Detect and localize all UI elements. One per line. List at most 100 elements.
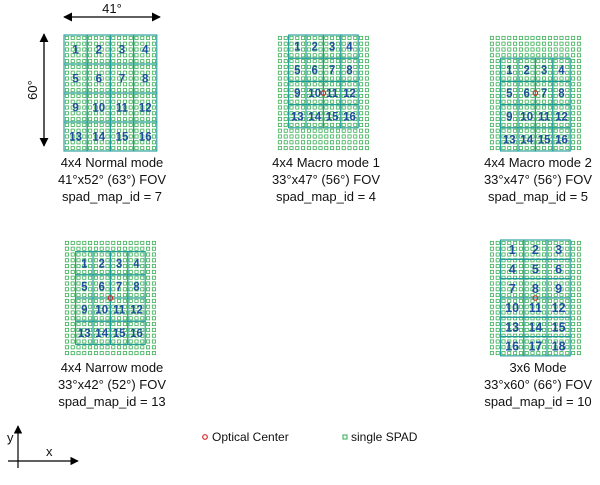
single-spad [88,310,93,315]
single-spad [111,122,116,127]
single-spad [507,93,512,98]
single-spad [70,304,75,309]
single-spad [518,293,523,298]
single-spad [151,105,156,110]
single-spad [565,240,570,245]
x-axis-label: x [46,444,53,459]
single-spad [524,275,529,280]
single-spad [88,322,93,327]
single-spad [318,47,323,52]
single-spad [93,35,98,40]
single-spad [547,70,552,75]
single-spad [134,128,139,133]
single-spad [524,76,529,81]
single-spad [518,275,523,280]
single-spad [507,82,512,87]
single-spad [122,339,127,344]
single-spad [341,59,346,64]
single-spad [312,117,317,122]
single-spad [576,76,581,81]
single-spad [93,327,98,332]
single-spad [489,140,494,145]
single-spad [571,269,576,274]
single-spad [146,47,151,52]
single-spad [513,304,518,309]
single-spad [576,304,581,309]
mode-spad-map-id: spad_map_id = 4 [275,189,377,204]
single-spad [88,134,93,139]
single-spad [76,99,81,104]
single-spad [318,111,323,116]
single-spad [495,258,500,263]
single-spad [93,134,98,139]
single-spad [117,351,122,356]
single-spad [553,122,558,127]
single-spad [507,287,512,292]
single-spad [330,82,335,87]
single-spad [151,281,156,286]
single-spad [513,47,518,52]
single-spad [547,41,552,46]
single-spad [111,252,116,257]
single-spad [507,99,512,104]
single-spad [576,351,581,356]
zone-number: 14 [308,111,321,123]
zone-number: 15 [326,111,339,123]
single-spad [146,258,151,263]
single-spad [518,258,523,263]
single-spad [283,47,288,52]
single-spad [571,258,576,263]
single-spad [88,293,93,298]
single-spad [536,47,541,52]
single-spad [151,298,156,303]
single-spad [64,304,69,309]
single-spad [501,339,506,344]
single-spad [82,76,87,81]
single-spad [76,275,81,280]
single-spad [530,304,535,309]
single-spad [495,316,500,321]
single-spad [347,128,352,133]
single-spad [117,310,122,315]
single-spad [559,35,564,40]
single-spad [128,339,133,344]
single-spad [359,105,364,110]
single-spad [530,76,535,81]
single-spad [565,88,570,93]
single-spad [524,345,529,350]
single-spad [128,333,133,338]
single-spad [547,88,552,93]
single-spad [341,53,346,58]
single-spad [140,93,145,98]
single-spad [359,59,364,64]
single-spad [530,134,535,139]
single-spad [341,111,346,116]
single-spad [99,316,104,321]
single-spad [364,128,369,133]
single-spad [576,99,581,104]
mode-title: 4x4 Macro mode 1 [272,155,380,170]
single-spad [576,105,581,110]
single-spad [495,122,500,127]
single-spad [489,269,494,274]
single-spad [76,93,81,98]
single-spad [111,35,116,40]
single-spad [547,252,552,257]
single-spad [495,351,500,356]
mode-spad-map-id: spad_map_id = 7 [61,189,163,204]
single-spad [88,298,93,303]
single-spad [295,47,300,52]
single-spad [289,35,294,40]
single-spad [105,59,110,64]
single-spad [524,304,529,309]
single-spad [93,111,98,116]
zone-number: 11 [116,103,129,115]
single-spad [536,134,541,139]
single-spad [99,304,104,309]
single-spad [489,281,494,286]
single-spad [571,146,576,151]
single-spad [364,93,369,98]
single-spad [122,287,127,292]
single-spad [518,310,523,315]
single-spad [559,88,564,93]
